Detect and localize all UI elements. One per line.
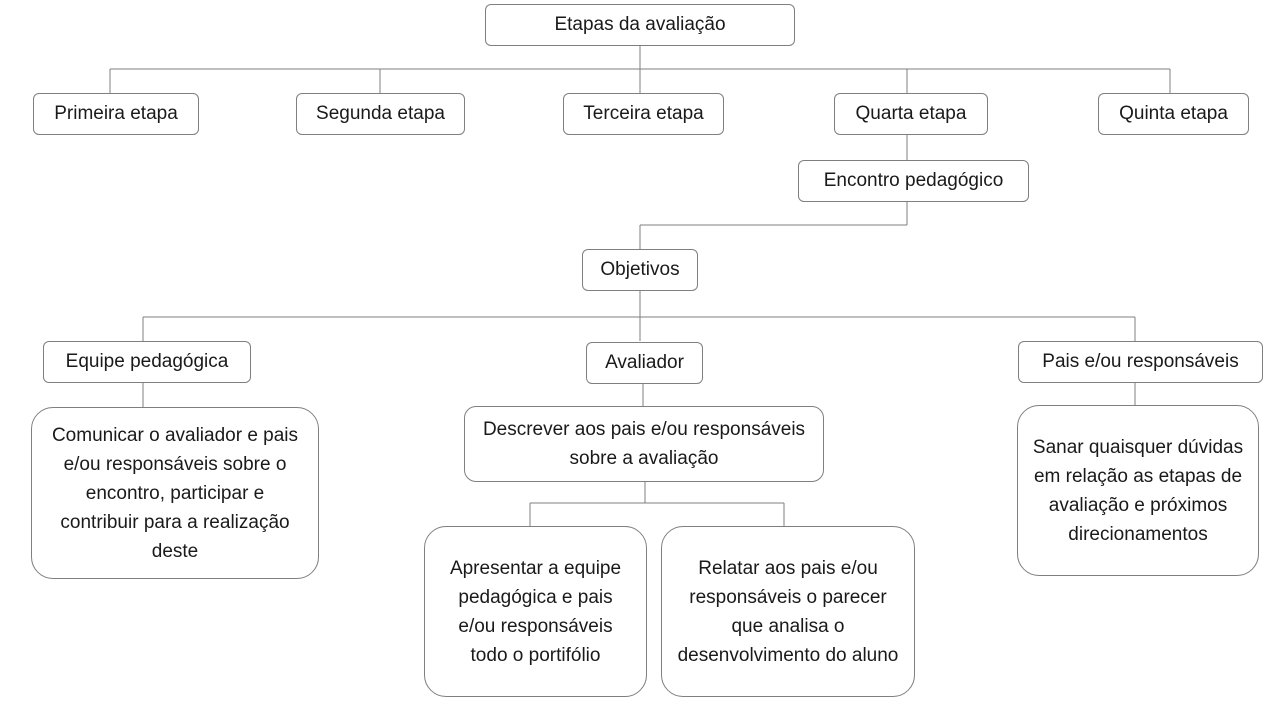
role-evaluator-node: Avaliador bbox=[586, 342, 703, 384]
objectives-node: Objetivos bbox=[582, 249, 698, 291]
role-team-node: Equipe pedagógica bbox=[43, 341, 251, 383]
stage-first-node: Primeira etapa bbox=[33, 93, 199, 135]
task-evaluator-report-node: Relatar aos pais e/ou responsáveis o par… bbox=[661, 526, 915, 697]
task-evaluator-node: Descrever aos pais e/ou responsáveis sob… bbox=[464, 406, 824, 482]
stage-third-node: Terceira etapa bbox=[563, 93, 724, 135]
task-evaluator-present-node: Apresentar a equipe pedagógica e pais e/… bbox=[424, 526, 647, 697]
root-node: Etapas da avaliação bbox=[485, 4, 795, 46]
role-parents-node: Pais e/ou responsáveis bbox=[1018, 341, 1263, 383]
stage-fifth-node: Quinta etapa bbox=[1098, 93, 1249, 135]
task-team-node: Comunicar o avaliador e pais e/ou respon… bbox=[31, 407, 319, 579]
meeting-node: Encontro pedagógico bbox=[798, 160, 1029, 202]
task-parents-node: Sanar quaisquer dúvidas em relação as et… bbox=[1017, 405, 1259, 576]
stage-second-node: Segunda etapa bbox=[296, 93, 465, 135]
stage-fourth-node: Quarta etapa bbox=[834, 93, 988, 135]
